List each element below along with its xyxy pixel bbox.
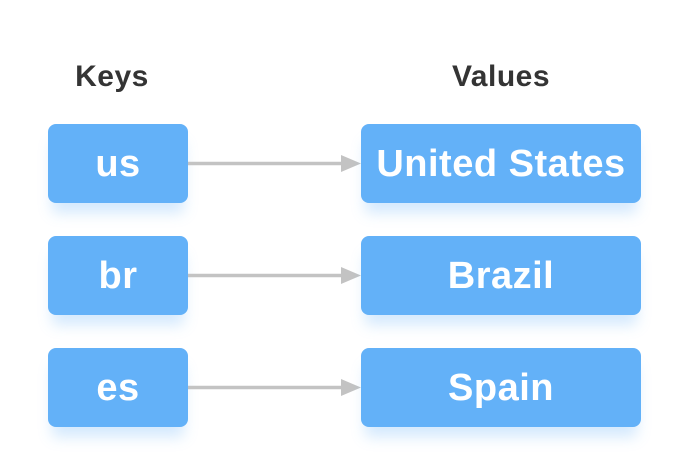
key-box: us xyxy=(48,124,188,203)
arrow-right-icon xyxy=(188,379,361,396)
value-label: United States xyxy=(376,142,626,185)
mapping-row: es Spain xyxy=(48,348,641,427)
value-label: Brazil xyxy=(447,254,555,297)
key-label: br xyxy=(98,254,138,297)
values-column-header: Values xyxy=(451,60,551,93)
arrow-head xyxy=(341,267,361,284)
arrow-right-icon xyxy=(188,267,361,284)
key-label: us xyxy=(95,142,141,185)
mapping-row: br Brazil xyxy=(48,236,641,315)
arrow-right-icon xyxy=(188,155,361,172)
value-label: Spain xyxy=(448,366,554,409)
keys-column-header: Keys xyxy=(75,60,149,93)
key-label: es xyxy=(96,366,140,409)
mapping-row: us United States xyxy=(48,124,641,203)
key-box: es xyxy=(48,348,188,427)
arrow-head xyxy=(341,155,361,172)
value-box: Brazil xyxy=(361,236,641,315)
key-box: br xyxy=(48,236,188,315)
value-box: United States xyxy=(361,124,641,203)
value-box: Spain xyxy=(361,348,641,427)
arrow-head xyxy=(341,379,361,396)
